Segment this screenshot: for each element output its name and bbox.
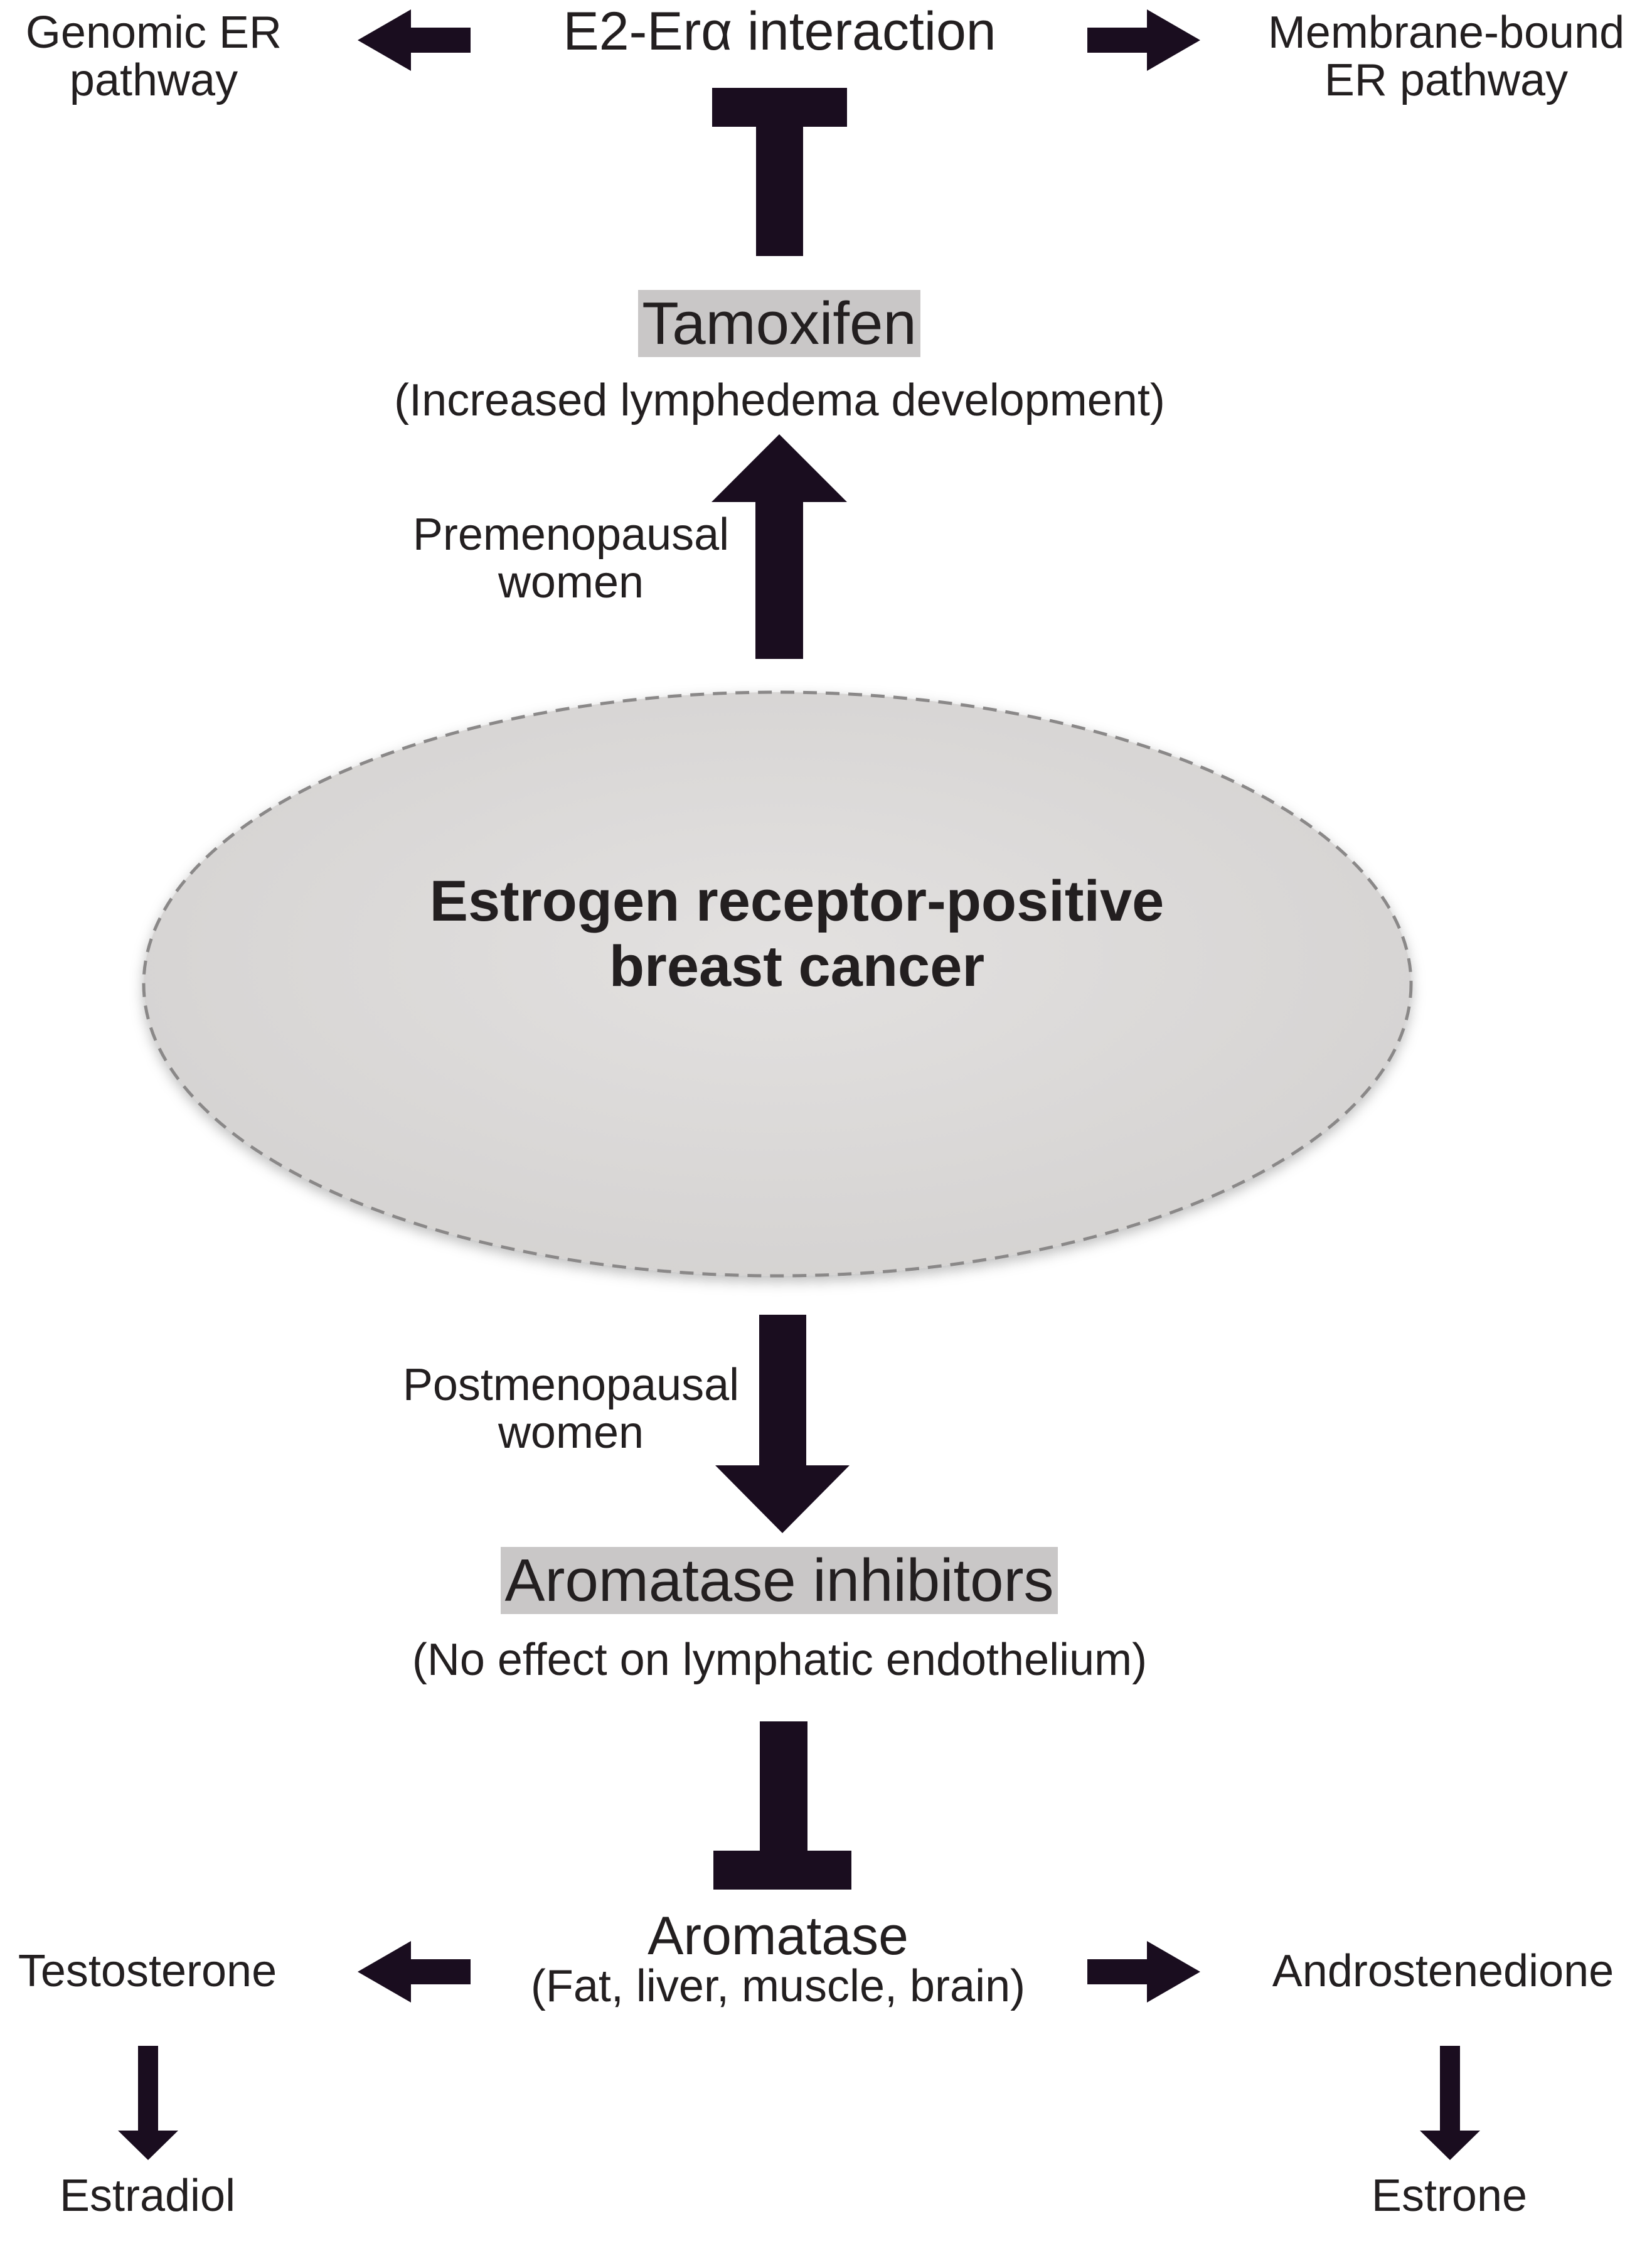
center-ellipse [142, 690, 1413, 1278]
er-positive-breast-cancer-label: Estrogen receptor-positive breast cancer [314, 869, 1280, 1000]
aromatase-inhibition-symbol [713, 1721, 851, 1890]
androstenedione-label: Androstenedione [1272, 1946, 1614, 1996]
aromatase-inhibitors-note: (No effect on lymphatic endothelium) [412, 1635, 1148, 1685]
arrow-to-aromatase-inhibitors [715, 1315, 850, 1533]
premenopausal-line-2: women [498, 557, 644, 607]
estrone-label: Estrone [1371, 2171, 1528, 2221]
arrow-to-testosterone [358, 1941, 471, 2003]
center-line-1: Estrogen receptor-positive [429, 869, 1164, 933]
aromatase-inhibitors-label: Aromatase inhibitors [501, 1547, 1058, 1614]
tamoxifen-row: Tamoxifen [0, 290, 1559, 358]
arrow-to-estrone [1420, 2046, 1480, 2160]
arrow-to-tamoxifen [711, 434, 847, 659]
tamoxifen-note: (Increased lymphedema development) [394, 375, 1165, 425]
aromatase-inhibitors-row: Aromatase inhibitors [0, 1547, 1559, 1615]
premenopausal-women-label: Premenopausal women [389, 511, 753, 606]
premenopausal-line-1: Premenopausal [412, 510, 730, 560]
arrow-to-androstenedione [1087, 1941, 1200, 2003]
tamoxifen-inhibition-symbol [712, 88, 847, 256]
membrane-er-line-2: ER pathway [1324, 55, 1569, 105]
center-line-2: breast cancer [609, 934, 985, 998]
tamoxifen-label: Tamoxifen [638, 290, 920, 357]
postmenopausal-women-label: Postmenopausal women [376, 1360, 765, 1458]
genomic-er-line-2: pathway [69, 55, 238, 105]
aromatase-sites-label: (Fat, liver, muscle, brain) [530, 1961, 1026, 2011]
arrow-to-membrane-er [1087, 9, 1200, 71]
membrane-bound-er-pathway-label: Membrane-bound ER pathway [1245, 9, 1647, 104]
e2-era-interaction-label: E2-Erα interaction [563, 1, 996, 62]
genomic-er-line-1: Genomic ER [25, 8, 282, 58]
postmenopausal-line-1: Postmenopausal [402, 1360, 740, 1410]
testosterone-label: Testosterone [18, 1946, 277, 1996]
postmenopausal-line-2: women [498, 1407, 644, 1458]
arrow-to-genomic-er [358, 9, 471, 71]
membrane-er-line-1: Membrane-bound [1267, 8, 1625, 58]
genomic-er-pathway-label: Genomic ER pathway [6, 9, 301, 104]
aromatase-label: Aromatase [647, 1906, 909, 1966]
estradiol-label: Estradiol [59, 2171, 236, 2221]
arrow-to-estradiol [118, 2046, 178, 2160]
